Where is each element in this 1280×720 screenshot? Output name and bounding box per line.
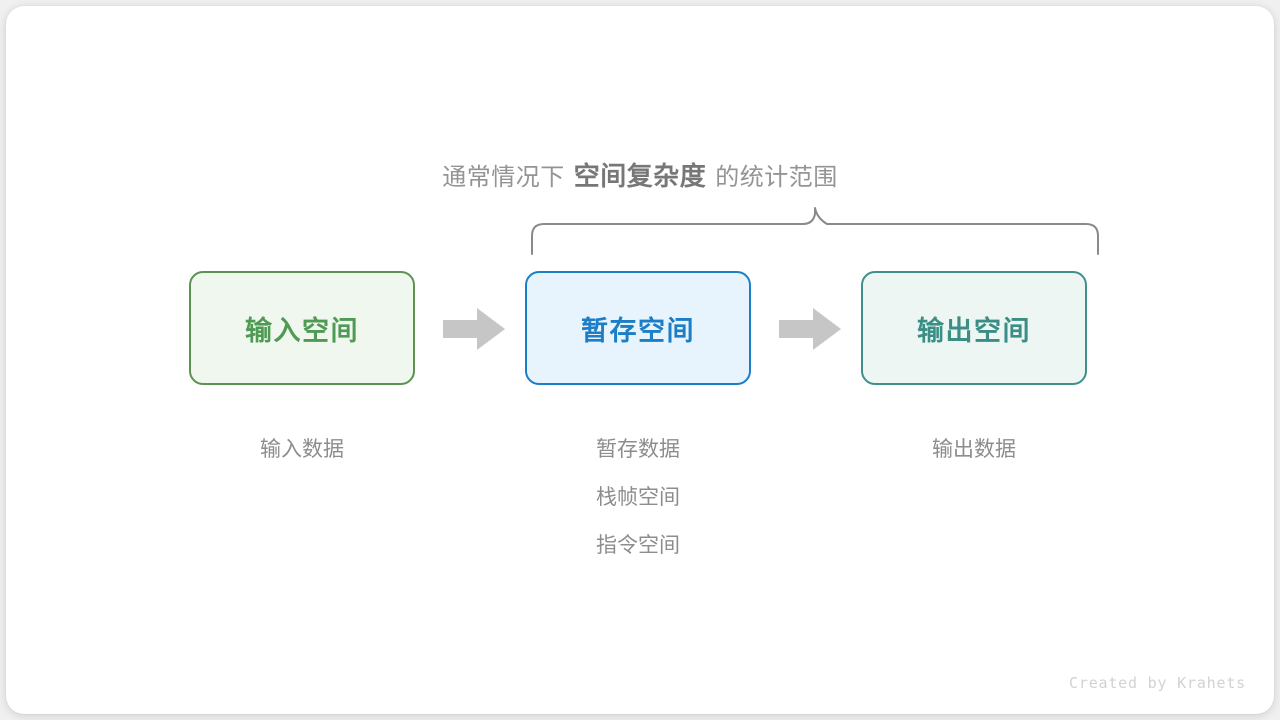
scope-title-emphasis: 空间复杂度 <box>573 161 707 191</box>
caption-group-input: 输入数据 <box>189 426 415 474</box>
flow-row: 输入空间 暂存空间 输出空间 <box>6 271 1274 387</box>
right-arrow-icon <box>443 307 505 351</box>
caption-line: 暂存数据 <box>596 438 680 461</box>
stage-box-output-label: 输出空间 <box>917 315 1031 346</box>
diagram-card: 通常情况下空间复杂度的统计范围 输入空间 暂存空间 <box>6 6 1274 714</box>
caption-line: 栈帧空间 <box>596 486 680 509</box>
scope-title-lead: 通常情况下 <box>442 164 565 191</box>
diagram-stage: 通常情况下空间复杂度的统计范围 输入空间 暂存空间 <box>6 6 1274 714</box>
curly-brace-icon <box>520 202 1110 258</box>
scope-title-tail: 的统计范围 <box>715 164 838 191</box>
caption-group-output: 输出数据 <box>861 426 1087 474</box>
stage-box-output[interactable]: 输出空间 <box>861 271 1087 385</box>
caption-line: 指令空间 <box>596 534 680 557</box>
caption-line: 输入数据 <box>260 438 344 461</box>
caption-group-buffer: 暂存数据 栈帧空间 指令空间 <box>525 426 751 570</box>
stage-box-input-label: 输入空间 <box>245 315 359 346</box>
stage-box-buffer-label: 暂存空间 <box>581 315 695 346</box>
scope-title: 通常情况下空间复杂度的统计范围 <box>6 156 1274 193</box>
stage-box-buffer[interactable]: 暂存空间 <box>525 271 751 385</box>
caption-line: 输出数据 <box>932 438 1016 461</box>
stage-box-input[interactable]: 输入空间 <box>189 271 415 385</box>
credit-text: Created by Krahets <box>1069 674 1246 692</box>
right-arrow-icon <box>779 307 841 351</box>
